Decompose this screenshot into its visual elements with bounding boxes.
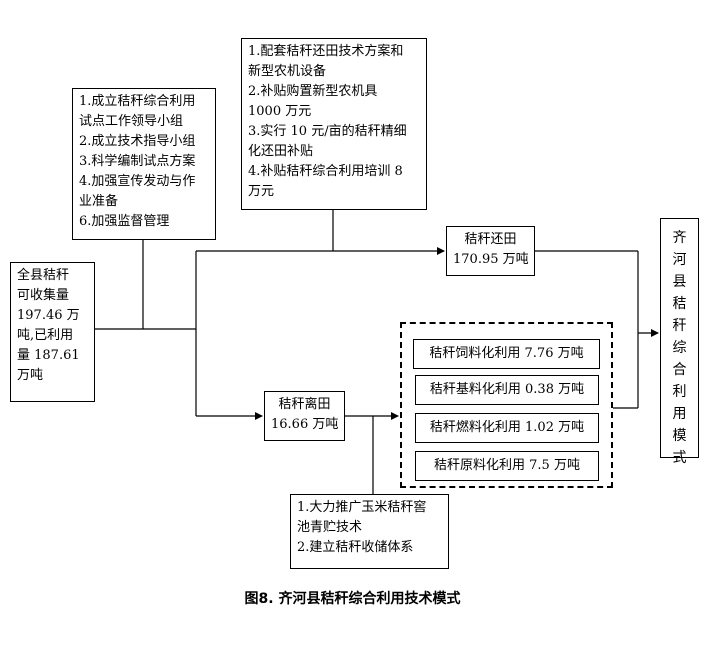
measure-line: 化还田补贴 <box>248 144 314 159</box>
use-substrate-box: 秸秆基料化利用 0.38 万吨 <box>415 375 599 405</box>
figure-caption: 图8. 齐河县秸秆综合利用技术模式 <box>244 591 461 607</box>
return-amount: 170.95 万吨 <box>453 252 529 267</box>
result-char: 齐 <box>672 230 687 246</box>
measure-line: 2.补贴购置新型农机具 <box>248 84 378 99</box>
result-char: 县 <box>672 274 687 290</box>
measure-line: 3.科学编制试点方案 <box>79 154 196 169</box>
result-char: 秆 <box>672 318 687 334</box>
source-line: 万吨 <box>17 368 44 383</box>
measure-line: 3.实行 10 元/亩的秸秆精细 <box>248 124 407 139</box>
measure-line: 池青贮技术 <box>297 520 363 535</box>
measure-line: 业准备 <box>79 194 119 209</box>
use-fuel-label: 秸秆燃料化利用 1.02 万吨 <box>429 420 585 435</box>
offfield-title: 秸秆离田 <box>278 397 331 412</box>
top-mid-measures-box: 1.配套秸秆还田技术方案和 新型农机设备 2.补贴购置新型农机具 1000 万元… <box>241 38 427 210</box>
source-line: 全县秸秆 <box>17 268 70 283</box>
result-char: 秸 <box>672 296 687 312</box>
use-feed-box: 秸秆饲料化利用 7.76 万吨 <box>413 339 600 369</box>
measure-line: 4.补贴秸秆综合利用培训 8 <box>248 164 403 179</box>
measure-line: 4.加强宣传发动与作 <box>79 174 196 189</box>
use-feed-label: 秸秆饲料化利用 7.76 万吨 <box>429 346 584 361</box>
source-box: 全县秸秆 可收集量 197.46 万 吨,已利用 量 187.61 万吨 <box>10 262 95 402</box>
source-line: 197.46 万 <box>17 308 80 323</box>
result-char: 模 <box>672 428 687 444</box>
source-line: 吨,已利用 <box>17 328 74 343</box>
measure-line: 2.建立秸秆收储体系 <box>297 540 414 555</box>
result-char: 河 <box>672 252 687 268</box>
measure-line: 1.配套秸秆还田技术方案和 <box>248 44 404 59</box>
measure-line: 万元 <box>248 184 275 199</box>
result-char: 用 <box>672 406 687 422</box>
straw-offfield-box: 秸秆离田 16.66 万吨 <box>264 391 345 441</box>
measure-line: 1.大力推广玉米秸秆窖 <box>297 500 427 515</box>
use-material-box: 秸秆原料化利用 7.5 万吨 <box>415 451 599 481</box>
use-material-label: 秸秆原料化利用 7.5 万吨 <box>434 458 580 473</box>
measure-line: 新型农机设备 <box>248 64 327 79</box>
result-char: 综 <box>672 340 687 356</box>
source-line: 可收集量 <box>17 288 70 303</box>
result-box: 齐 河 县 秸 秆 综 合 利 用 模 式 <box>660 218 699 466</box>
return-title: 秸秆还田 <box>464 232 517 247</box>
measure-line: 试点工作领导小组 <box>79 114 184 129</box>
source-line: 量 187.61 <box>17 348 80 363</box>
uses-group <box>400 322 613 488</box>
top-left-measures-box: 1.成立秸秆综合利用 试点工作领导小组 2.成立技术指导小组 3.科学编制试点方… <box>72 88 216 240</box>
measure-line: 6.加强监督管理 <box>79 214 170 229</box>
use-substrate-label: 秸秆基料化利用 0.38 万吨 <box>429 382 585 397</box>
result-char: 利 <box>672 384 687 400</box>
bottom-measures-box: 1.大力推广玉米秸秆窖 池青贮技术 2.建立秸秆收储体系 <box>290 494 449 569</box>
measure-line: 2.成立技术指导小组 <box>79 134 196 149</box>
straw-return-box: 秸秆还田 170.95 万吨 <box>446 226 535 276</box>
result-char: 式 <box>672 450 687 466</box>
measure-line: 1.成立秸秆综合利用 <box>79 94 196 109</box>
offfield-amount: 16.66 万吨 <box>271 417 339 432</box>
measure-line: 1000 万元 <box>248 104 312 119</box>
result-char: 合 <box>672 362 687 378</box>
use-fuel-box: 秸秆燃料化利用 1.02 万吨 <box>415 413 599 443</box>
